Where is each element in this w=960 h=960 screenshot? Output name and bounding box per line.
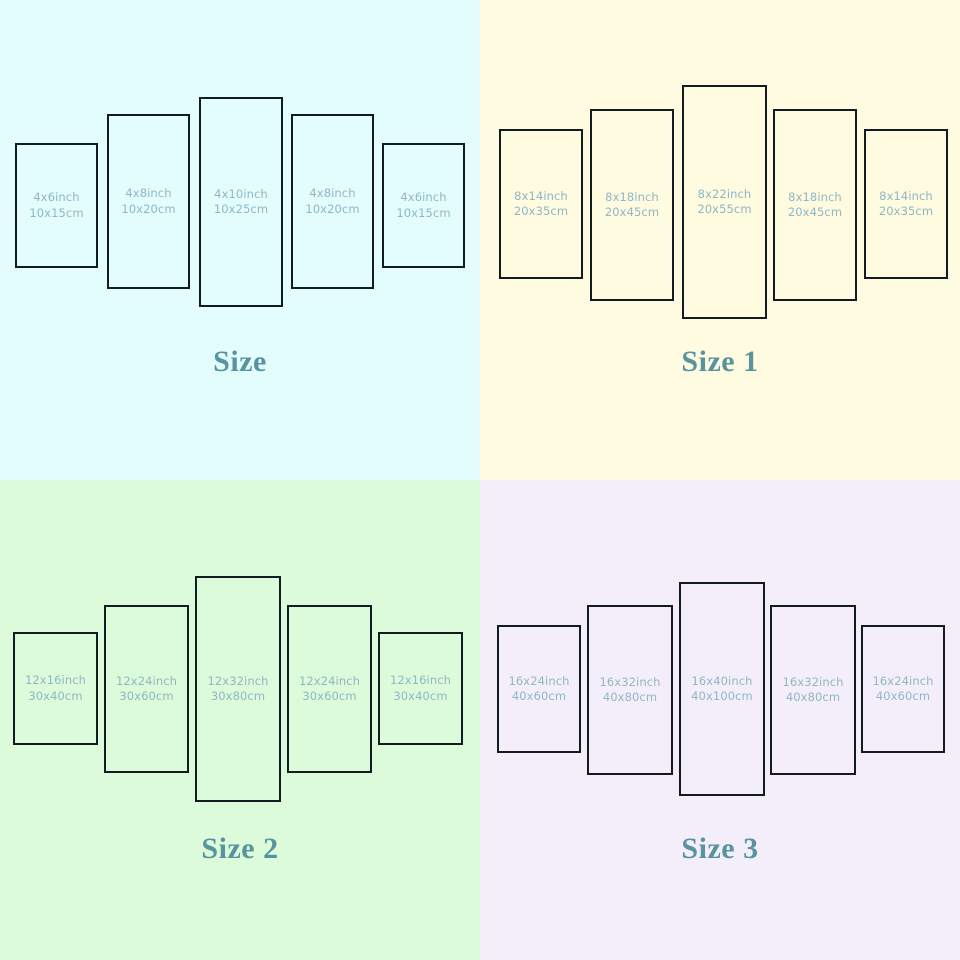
size-option-title: Size 2 [201,832,279,865]
panel-inch-value: 12x24inch [115,673,178,688]
panel-cm-value: 30x40cm [28,688,83,703]
panel-inch-value: 16x32inch [599,674,661,689]
panel-inch-value: 4x6inch [33,190,80,205]
panel-inch-value: 8x18inch [788,189,842,204]
panel-inch-value: 4x6inch [400,190,447,205]
panel-inch-value: 8x14inch [879,188,933,203]
panel-cm-value: 40x60cm [875,689,931,703]
panel-cm-value: 40x80cm [785,690,841,704]
size-option-title: Size [213,345,267,378]
panel-inch-value: 4x8inch [125,186,172,201]
panel-cm-value: 10x15cm [396,205,451,220]
panel-cm-value: 10x15cm [29,205,84,220]
panel-inch-value: 16x32inch [782,674,844,689]
panel-inch-value: 16x40inch [691,673,753,688]
panel-inch-value: 12x16inch [389,673,452,688]
panel-inch-value: 16x24inch [508,673,570,688]
panel-cm-value: 40x100cm [691,689,753,703]
panel-inch-value: 12x24inch [298,673,361,688]
panel-cm-value: 10x20cm [121,201,176,216]
panel-inch-value: 4x8inch [309,186,356,201]
panel-cm-value: 30x60cm [119,689,174,703]
panel-cm-value: 30x80cm [210,689,266,703]
panel-inch-value: 12x32inch [207,673,269,688]
panel-inch-value: 8x18inch [605,189,659,204]
panel-cm-value: 20x45cm [787,205,843,219]
panel-cm-value: 30x60cm [302,689,357,703]
panel-cm-value: 30x40cm [393,688,448,703]
size-option-title: Size 3 [681,832,759,865]
panel-cm-value: 20x55cm [697,202,752,216]
panel-inch-value: 16x24inch [872,673,934,688]
panel-inch-value: 8x14inch [514,188,568,203]
panel-inch-value: 4x10inch [214,186,268,201]
panel-cm-value: 10x25cm [213,202,269,216]
panel-cm-value: 20x45cm [604,205,660,219]
panel-cm-value: 20x35cm [513,204,569,218]
panel-cm-value: 10x20cm [305,201,360,216]
panel-inch-value: 12x16inch [24,673,87,688]
panel-cm-value: 40x60cm [511,689,567,703]
size-option-title: Size 1 [681,345,759,378]
panel-cm-value: 40x80cm [602,690,658,704]
panel-inch-value: 8x22inch [697,186,752,201]
panel-cm-value: 20x35cm [878,204,934,218]
